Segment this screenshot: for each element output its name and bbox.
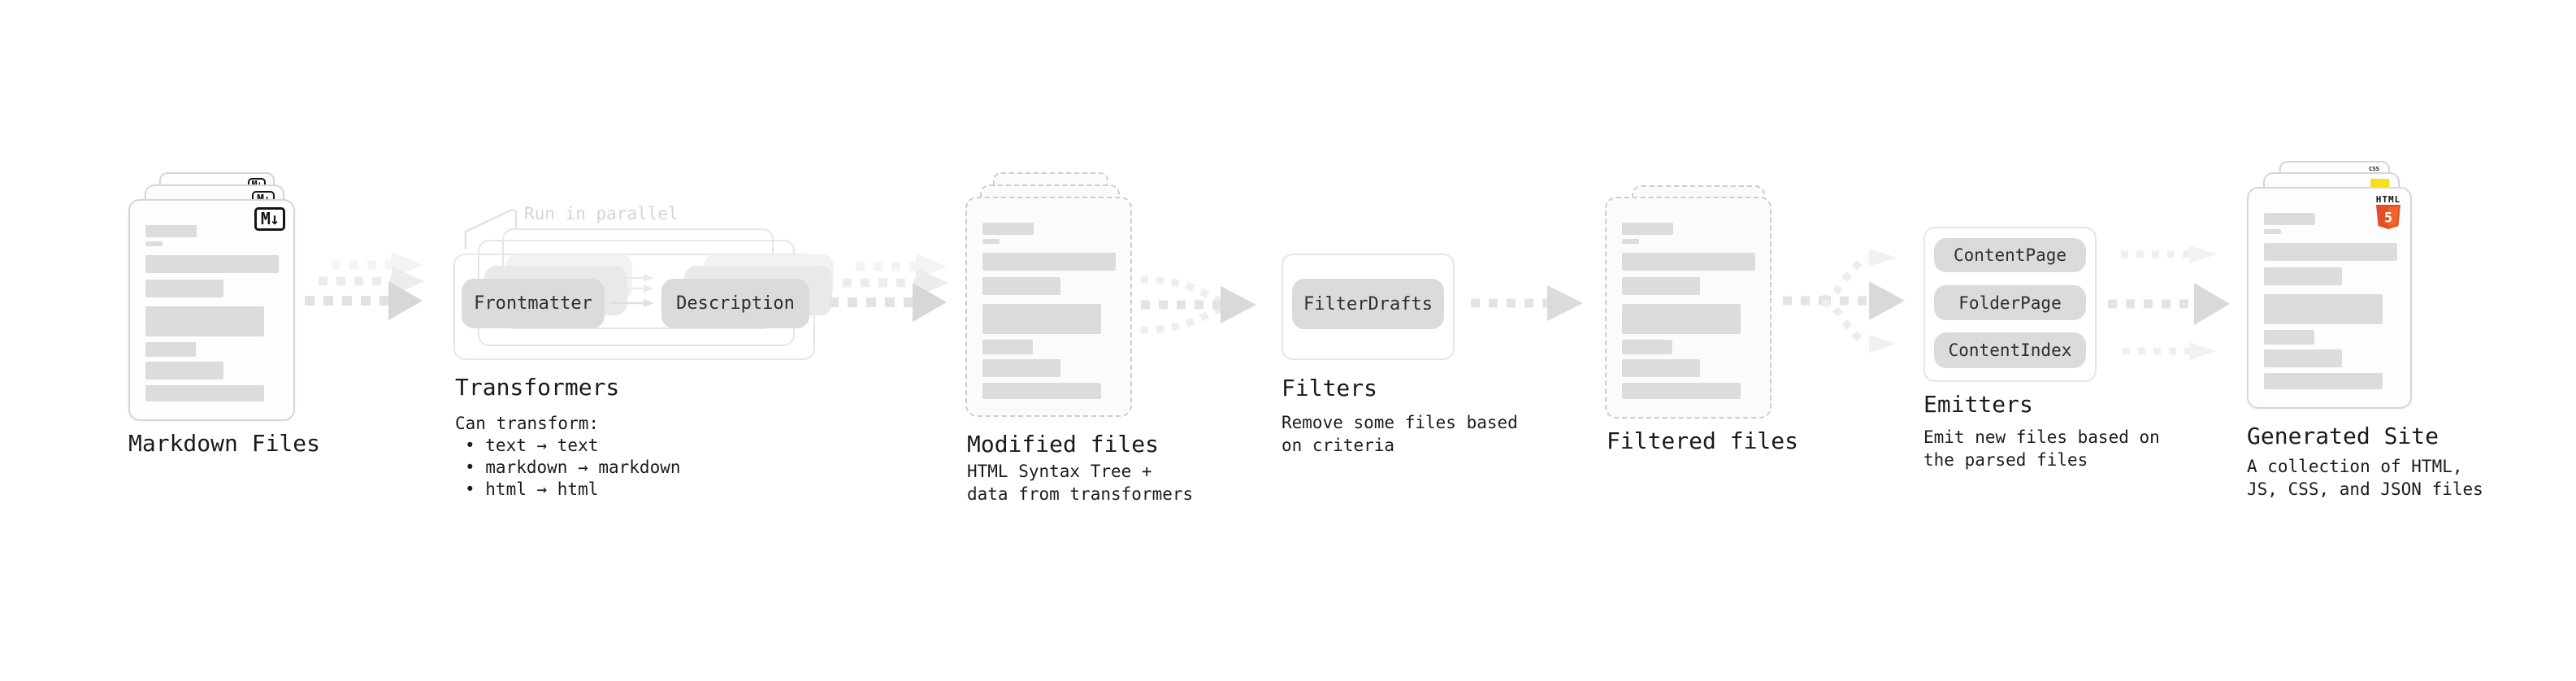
file-card bbox=[965, 197, 1132, 417]
flow-arrow bbox=[829, 254, 948, 322]
description-line: data from transformers bbox=[967, 484, 1194, 504]
file-card: HTML 5 bbox=[2247, 187, 2412, 409]
placeholder-text-bar bbox=[1622, 253, 1755, 271]
emitter-pill-contentindex: ContentIndex bbox=[1934, 332, 2086, 368]
flow-arrow bbox=[305, 252, 424, 320]
description-line: Remove some files based bbox=[1281, 413, 1518, 432]
placeholder-text-bar bbox=[145, 362, 223, 380]
stage-label-markdown-files: Markdown Files bbox=[128, 430, 321, 457]
stage-label-modified-files: Modified files bbox=[967, 431, 1160, 458]
markdown-icon: M↓ bbox=[254, 207, 285, 231]
description-bullet: • markdown → markdown bbox=[465, 458, 681, 477]
placeholder-text-bar bbox=[145, 306, 264, 336]
placeholder-text-bar bbox=[2264, 267, 2342, 285]
placeholder-text-bar bbox=[982, 383, 1101, 399]
placeholder-text-bar bbox=[2264, 373, 2383, 389]
stage-label-filtered-files: Filtered files bbox=[1607, 427, 1799, 454]
placeholder-text-bar bbox=[145, 255, 279, 273]
placeholder-text-bar bbox=[982, 239, 1000, 244]
description-line: A collection of HTML, bbox=[2247, 457, 2463, 476]
placeholder-text-bar bbox=[145, 280, 223, 297]
placeholder-text-bar bbox=[2264, 243, 2397, 261]
file-card: M↓ bbox=[128, 199, 295, 421]
javascript-icon bbox=[2370, 179, 2389, 187]
description-line: JS, CSS, and JSON files bbox=[2247, 479, 2483, 499]
placeholder-text-bar bbox=[982, 277, 1060, 295]
emitter-pill-contentpage: ContentPage bbox=[1934, 238, 2086, 272]
html5-shield: 5 bbox=[2376, 205, 2400, 229]
stage-label-filters: Filters bbox=[1281, 375, 1378, 401]
parallel-flow-arrows bbox=[2108, 245, 2230, 360]
placeholder-text-bar bbox=[145, 241, 163, 246]
placeholder-text-bar bbox=[2264, 330, 2314, 345]
transformer-pill-description: Description bbox=[661, 279, 809, 328]
description-line: on criteria bbox=[1281, 436, 1395, 455]
placeholder-text-bar bbox=[1622, 359, 1700, 377]
stage-label-transformers: Transformers bbox=[455, 374, 620, 401]
placeholder-text-bar bbox=[982, 253, 1116, 271]
html5-icon-number: 5 bbox=[2384, 210, 2392, 227]
placeholder-text-bar bbox=[982, 223, 1034, 235]
transformer-pill-frontmatter: Frontmatter bbox=[462, 279, 605, 328]
description-bullet: • html → html bbox=[465, 479, 599, 499]
placeholder-text-bar bbox=[2264, 294, 2383, 324]
file-card bbox=[1605, 197, 1772, 419]
placeholder-text-bar bbox=[982, 340, 1033, 354]
placeholder-text-bar bbox=[1622, 383, 1741, 399]
stage-label-emitters: Emitters bbox=[1923, 391, 2033, 418]
placeholder-text-bar bbox=[145, 225, 197, 237]
transformers-description: Can transform: • text → text • markdown … bbox=[455, 413, 681, 501]
parallel-arrows bbox=[609, 274, 654, 307]
placeholder-text-bar bbox=[2264, 213, 2315, 225]
filters-description: Remove some files based on criteria bbox=[1281, 411, 1518, 457]
emitters-description: Emit new files based on the parsed files bbox=[1923, 426, 2160, 471]
placeholder-text-bar bbox=[1622, 304, 1741, 334]
placeholder-text-bar bbox=[1622, 277, 1700, 295]
filter-pill-filterdrafts: FilterDrafts bbox=[1292, 279, 1444, 329]
placeholder-text-bar bbox=[2264, 349, 2342, 367]
placeholder-text-bar bbox=[1622, 340, 1672, 354]
placeholder-text-bar bbox=[982, 359, 1060, 377]
placeholder-text-bar bbox=[982, 304, 1101, 334]
modified-files-description: HTML Syntax Tree + data from transformer… bbox=[967, 460, 1193, 505]
html5-icon: HTML 5 bbox=[2374, 195, 2402, 233]
generated-site-description: A collection of HTML, JS, CSS, and JSON … bbox=[2247, 455, 2483, 501]
css-icon-label: CSS bbox=[2368, 165, 2379, 172]
annotation-leader-line bbox=[464, 208, 518, 250]
flow-arrow bbox=[1471, 285, 1583, 321]
placeholder-text-bar bbox=[1622, 239, 1639, 244]
placeholder-text-bar bbox=[145, 385, 264, 401]
html5-icon-label: HTML bbox=[2375, 194, 2401, 205]
placeholder-text-bar bbox=[145, 342, 196, 357]
description-bullet: • text → text bbox=[465, 436, 599, 455]
placeholder-text-bar bbox=[1622, 223, 1673, 235]
fan-out-arrow bbox=[1783, 249, 1905, 353]
run-in-parallel-annotation: Run in parallel bbox=[524, 204, 679, 223]
emitter-pill-folderpage: FolderPage bbox=[1934, 285, 2086, 320]
description-line: Emit new files based on bbox=[1923, 427, 2160, 447]
description-line: Can transform: bbox=[455, 414, 600, 433]
placeholder-text-bar bbox=[2264, 229, 2281, 234]
description-line: the parsed files bbox=[1923, 450, 2088, 470]
fan-in-arrow bbox=[1140, 275, 1256, 334]
stage-label-generated-site: Generated Site bbox=[2247, 423, 2439, 449]
description-line: HTML Syntax Tree + bbox=[967, 462, 1152, 481]
